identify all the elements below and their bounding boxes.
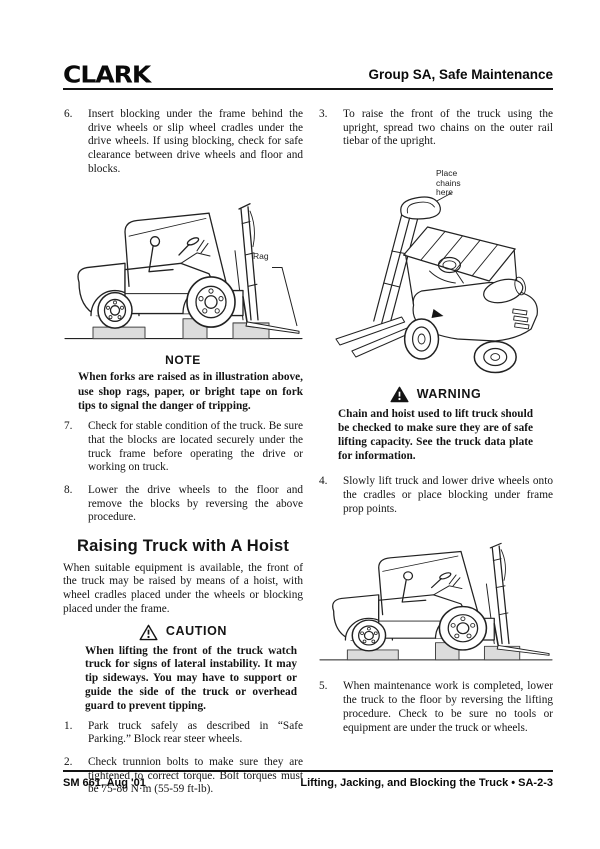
list-item-3-number: 3. bbox=[319, 108, 328, 120]
right-column: 3. To raise the front of the truck using… bbox=[318, 108, 553, 744]
list-item-4-number: 4. bbox=[319, 475, 328, 488]
section-intro-paragraph: When suitable equipment is available, th… bbox=[63, 561, 303, 615]
section-heading-raising-truck: Raising Truck with A Hoist bbox=[76, 537, 290, 556]
footer-document-id: SM 661, Aug '01 bbox=[63, 777, 146, 789]
list-item-7: 7. Check for stable condition of the tru… bbox=[63, 420, 303, 475]
list-item-5-text: When maintenance work is completed, lowe… bbox=[343, 680, 553, 734]
list-item-1: 1. Park truck safely as described in “Sa… bbox=[63, 720, 303, 747]
rag-callout-label: Rag bbox=[253, 250, 269, 261]
list-item-2-number: 2. bbox=[64, 755, 73, 768]
list-item-1-text: Park truck safely as described in “Safe … bbox=[88, 719, 303, 746]
list-item-7-text: Check for stable condition of the truck.… bbox=[88, 420, 303, 474]
list-item-7-number: 7. bbox=[64, 420, 73, 433]
figure-forklift-on-blocks bbox=[318, 528, 553, 668]
header-group-title: Group SA, Safe Maintenance bbox=[368, 67, 553, 82]
footer-section-title: Lifting, Jacking, and Blocking the Truck… bbox=[300, 777, 553, 789]
clark-logo: CLARK bbox=[63, 61, 151, 88]
list-item-2-text: Check trunnion bolts to make sure they a… bbox=[88, 755, 303, 796]
caution-label: CAUTION bbox=[165, 624, 228, 639]
list-item-4: 4. Slowly lift truck and lower drive whe… bbox=[318, 475, 553, 516]
list-item-3-text: To raise the front of the truck using th… bbox=[343, 108, 553, 148]
figure-forklift-perspective-chains: Place chains here bbox=[318, 163, 553, 379]
list-item-6-number: 6. bbox=[64, 108, 73, 120]
rag-leader-line bbox=[272, 266, 298, 326]
place-chains-here-label: Place chains here bbox=[436, 168, 461, 198]
list-item-4-text: Slowly lift truck and lower drive wheels… bbox=[343, 475, 553, 515]
list-item-5-number: 5. bbox=[319, 680, 328, 693]
list-item-5: 5. When maintenance work is completed, l… bbox=[318, 680, 553, 735]
caution-header: CAUTION bbox=[63, 624, 303, 641]
list-item-8-number: 8. bbox=[64, 483, 73, 496]
forklift-perspective-illustration bbox=[335, 192, 538, 374]
warning-header: WARNING bbox=[318, 386, 553, 403]
note-heading: NOTE bbox=[165, 352, 201, 367]
warning-triangle-icon bbox=[390, 386, 409, 403]
left-column: 6. Insert blocking under the frame behin… bbox=[63, 108, 303, 806]
forklift-side-view-illustration-2 bbox=[319, 542, 553, 662]
list-item-8: 8. Lower the drive wheels to the floor a… bbox=[63, 484, 303, 525]
page-footer: SM 661, Aug '01 Lifting, Jacking, and Bl… bbox=[63, 770, 553, 789]
forklift-side-view-illustration bbox=[64, 202, 303, 339]
warning-text: Chain and hoist used to lift truck shoul… bbox=[338, 408, 533, 462]
list-item-3: 3. To raise the front of the truck using… bbox=[318, 108, 553, 149]
list-item-6: 6. Insert blocking under the frame behin… bbox=[63, 108, 303, 177]
caution-text: When lifting the front of the truck watc… bbox=[85, 644, 297, 712]
list-item-1-number: 1. bbox=[64, 719, 73, 732]
page-header: CLARK Group SA, Safe Maintenance bbox=[63, 54, 553, 90]
note-text: When forks are raised as in illustration… bbox=[78, 371, 303, 412]
caution-triangle-icon bbox=[139, 624, 158, 640]
warning-label: WARNING bbox=[416, 386, 482, 401]
figure-forklift-blocked-with-rag: Rag bbox=[63, 186, 303, 348]
list-item-8-text: Lower the drive wheels to the floor and … bbox=[88, 483, 303, 524]
list-item-2: 2. Check trunnion bolts to make sure the… bbox=[63, 756, 303, 797]
list-item-6-text: Insert blocking under the frame behind t… bbox=[88, 108, 303, 175]
